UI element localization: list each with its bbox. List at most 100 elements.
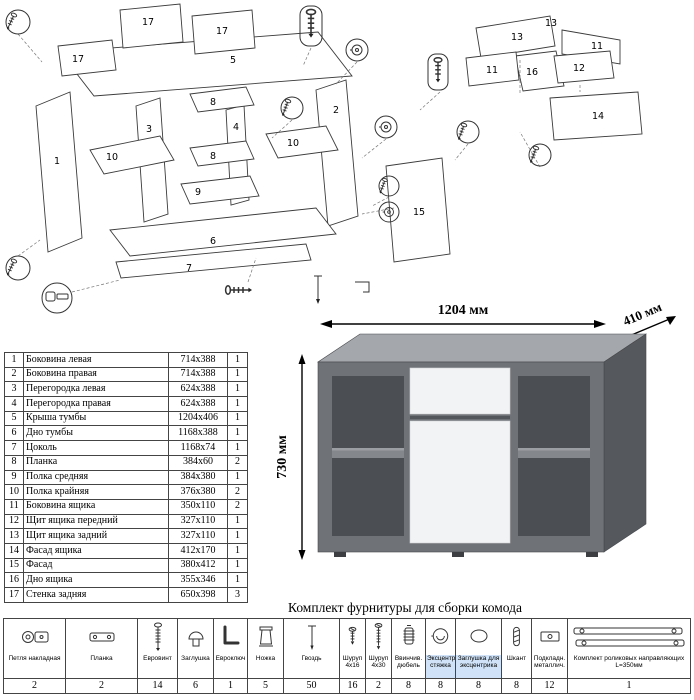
part-label-8: 8 [210,151,216,162]
part-qty: 1 [227,352,248,368]
part-size: 327x110 [168,528,228,544]
part-name: Боковина правая [23,366,169,383]
door-front [409,420,511,544]
hardware-item-label: Евроключ [215,655,246,662]
part-number: 2 [4,366,24,383]
hardware-item: Шуруп 4x30 2 [366,619,392,693]
part-name: Крыша тумбы [23,410,169,427]
hardware-item-qty: 5 [248,678,283,693]
part-number: 8 [4,454,24,471]
part-name: Перегородка левая [23,381,169,398]
table-row: 3 Перегородка левая 624x388 1 [4,381,248,398]
table-row: 1 Боковина левая 714x388 1 [4,352,248,368]
foot [586,552,598,557]
part-qty: 1 [227,410,248,427]
part-size: 350x110 [168,498,228,515]
part-qty: 3 [227,587,248,603]
hardware-item-qty: 8 [426,678,455,693]
hardware-item: Евроключ 1 [214,619,248,693]
table-row: 12 Щит ящика передний 327x110 1 [4,513,248,530]
hardware-callouts [4,5,552,314]
part-label-8: 8 [210,97,216,108]
part-size: 1168x74 [168,440,228,456]
part-name: Щит ящика передний [23,513,169,530]
hardware-item-qty: 1 [568,678,690,693]
euro-screw-icon [138,619,177,655]
part-qty: 1 [227,528,248,544]
hardware-item-label: Евровинт [143,655,172,662]
foot [452,552,464,557]
part-size: 384x380 [168,469,228,486]
part-number-labels: 17 17 17 5 1 2 3 4 10 8 8 9 10 6 7 15 13… [54,17,604,274]
part-qty: 1 [227,366,248,383]
height-dimension: 730 мм [275,435,290,479]
part-name: Планка [23,454,169,471]
drawer-panels [465,15,643,141]
part-label-14: 14 [592,111,604,122]
table-row: 17 Стенка задняя 650x398 3 [4,587,248,603]
part-qty: 1 [227,469,248,486]
table-row: 4 Перегородка правая 624x388 1 [4,396,248,412]
hardware-item: Ножка 5 [248,619,284,693]
hardware-item-label: Подкладн. металлич. [533,655,566,670]
hardware-item: Ввинчив. дюбель 8 [392,619,426,693]
part-label-16: 16 [526,67,538,78]
part-number: 13 [4,528,24,544]
hex-key-icon [214,619,247,655]
part-label-12: 12 [573,63,585,74]
hardware-item-qty: 8 [392,678,425,693]
parts-table: 1 Боковина левая 714x388 1 2 Боковина пр… [4,352,248,603]
part-label-13: 13 [545,18,557,29]
hardware-item-qty: 2 [366,678,391,693]
table-row: 9 Полка средняя 384x380 1 [4,469,248,486]
hardware-item-qty: 12 [532,678,567,693]
part-number: 15 [4,557,24,574]
hardware-item: Заглушка 6 [178,619,214,693]
part-name: Боковина ящика [23,498,169,515]
hardware-item-qty: 6 [178,678,213,693]
part-size: 714x388 [168,366,228,383]
part-size: 412x170 [168,542,228,559]
part-label-15: 15 [413,207,425,218]
hardware-item-qty: 50 [284,678,339,693]
part-label-17: 17 [216,26,228,37]
eccentric-cap-icon [456,619,501,655]
part-label-7: 7 [186,263,192,274]
hardware-item-qty: 1 [214,678,247,693]
part-name: Полка средняя [23,469,169,486]
hardware-item-label: Шкант [506,655,527,662]
hardware-item-label: Петля накладная [8,655,61,662]
width-dimension: 1204 мм [438,303,489,318]
part-qty: 1 [227,381,248,398]
screw-short-icon [340,619,365,655]
hinge-icon [4,619,65,655]
table-row: 14 Фасад ящика 412x170 1 [4,542,248,559]
part-name: Дно ящика [23,572,169,588]
part-name: Дно тумбы [23,425,169,442]
part-size: 376x380 [168,484,228,500]
part-label-17: 17 [72,54,84,65]
hardware-item-qty: 8 [456,678,501,693]
part-label-3: 3 [146,124,152,135]
part-number: 16 [4,572,24,588]
hardware-item-qty: 2 [4,678,65,693]
hardware-item-label: Шуруп 4x16 [342,655,363,670]
hardware-item-label: Ввинчив. дюбель [394,655,423,670]
part-qty: 2 [227,454,248,471]
hardware-item-label: Гвоздь [301,655,322,662]
part-number: 12 [4,513,24,530]
left-shelf [332,448,404,458]
part-name: Фасад [23,557,169,574]
part-name: Цоколь [23,440,169,456]
table-row: 11 Боковина ящика 350x110 2 [4,498,248,515]
drawer-slides-icon [568,619,690,655]
part-size: 1168x388 [168,425,228,442]
part-label-11: 11 [591,41,603,52]
hardware-item: Евровинт 14 [138,619,178,693]
drawer-front [409,367,511,415]
part-name: Перегородка правая [23,396,169,412]
hardware-item-qty: 14 [138,678,177,693]
foot [334,552,346,557]
table-row: 13 Щит ящика задний 327x110 1 [4,528,248,544]
